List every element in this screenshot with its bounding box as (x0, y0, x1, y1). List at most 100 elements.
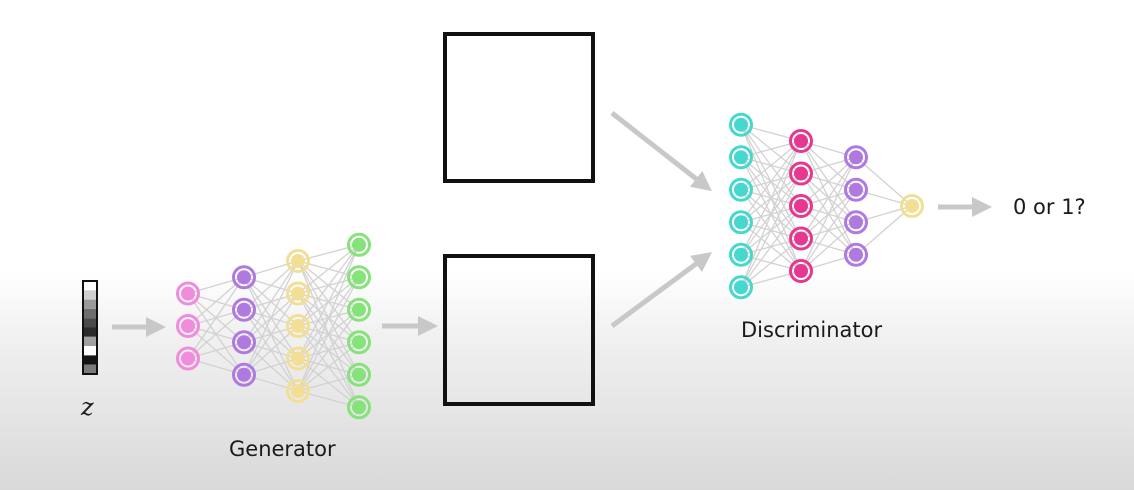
generator-layer-3-node-core (291, 319, 305, 333)
generator-nodes (176, 232, 371, 420)
generator-layer-2-node (232, 362, 256, 387)
discriminator-layer-3-node (844, 177, 868, 202)
generator-connection (187, 276, 245, 359)
generator-layer-1-node (176, 281, 200, 306)
real-sample-box (443, 32, 595, 183)
discriminator-label: Discriminator (741, 318, 883, 342)
generator-layer-4-node (347, 265, 371, 290)
latent-cell (83, 318, 97, 328)
discriminator-layer-1-node (729, 112, 753, 137)
discriminator-layer-2-node-core (794, 166, 808, 181)
latent-vector (82, 280, 98, 375)
latent-cell (83, 346, 97, 356)
discriminator-layer-3-node (844, 242, 868, 267)
discriminator-layer-3-node-core (849, 150, 863, 165)
generator-connection (187, 276, 245, 327)
discriminator-layer-3-node-core (849, 182, 863, 197)
generator-connection (297, 309, 360, 392)
discriminator-layer-3-node (844, 145, 868, 170)
generator-connection (297, 244, 360, 392)
latent-cell (83, 308, 97, 319)
generator-layer-3-node-core (291, 286, 305, 301)
discriminator-connection (855, 156, 913, 207)
generator-layer-4-node (347, 232, 371, 257)
discriminator-layer-1-node (729, 177, 753, 202)
generator-layer-4-node-core (352, 367, 366, 382)
discriminator-layer-2-node-core (794, 264, 808, 278)
generator-layer-2-node-core (237, 335, 251, 350)
discriminator-layer-1-node (729, 275, 753, 300)
generator-layer-2-node (232, 297, 256, 322)
generator-connection (297, 276, 360, 392)
generator-layer-2-node (232, 330, 256, 355)
discriminator-layer-2-node (789, 226, 813, 251)
generator-layer-1-node-core (181, 286, 195, 301)
discriminator-connection (740, 140, 802, 191)
discriminator-connection (800, 221, 857, 272)
generator-layer-1-node (176, 314, 200, 338)
discriminator-layer-2-node (789, 259, 813, 283)
generator-layer-3-node-core (291, 254, 305, 268)
discriminator-connection (740, 173, 802, 288)
generator-layer-4-node (347, 362, 371, 387)
discriminator-layer-3-node-core (849, 215, 863, 230)
generator-connection (297, 341, 360, 392)
generator-layer-4-node-core (352, 237, 366, 252)
discriminator-layer-4-node (900, 194, 924, 218)
discriminator-layer-2-node-core (794, 231, 808, 246)
generator-layer-2-node-core (237, 302, 251, 317)
generator-layer-2-node-core (237, 367, 251, 382)
discriminator-layer-1-node (729, 242, 753, 267)
discriminator-layer-2-node (789, 194, 813, 218)
discriminator-nodes (729, 112, 924, 300)
discriminator-layer-1-node-core (734, 247, 748, 262)
generator-connection (297, 244, 360, 359)
generator-connection (243, 260, 299, 343)
latent-cell (83, 327, 97, 337)
generator-connection (187, 309, 245, 359)
discriminator-layer-4-node-core (905, 199, 919, 213)
generator-connection (297, 244, 360, 327)
generator-layer-2-node-core (237, 270, 251, 285)
discriminator-connection (800, 156, 857, 272)
generator-connections (187, 244, 360, 408)
generator-connection (243, 293, 299, 376)
latent-cell (83, 336, 97, 347)
generator-layer-4-node-core (352, 270, 366, 285)
generator-layer-4-node (347, 297, 371, 322)
generator-layer-3-node (286, 346, 310, 371)
generator-layer-4-node-core (352, 400, 366, 415)
flow-arrows (112, 111, 992, 337)
discriminator-connection (740, 140, 802, 256)
generator-connection (243, 260, 299, 311)
generator-connection (243, 325, 299, 376)
discriminator-layer-1-node-core (734, 215, 748, 230)
generator-layer-3-node (286, 281, 310, 306)
discriminator-layer-1-node-core (734, 280, 748, 295)
discriminator-connection (800, 189, 857, 272)
discriminator-layer-2-node (789, 161, 813, 186)
discriminator-layer-1-node (729, 145, 753, 170)
latent-cell (83, 281, 97, 291)
arrow-right-icon (610, 252, 713, 329)
discriminator-layer-2-node-core (794, 134, 808, 148)
latent-cell (83, 299, 97, 309)
discriminator-connection (740, 140, 802, 288)
generator-layer-4-node (347, 395, 371, 420)
generator-layer-4-node-core (352, 335, 366, 350)
discriminator-network (729, 112, 924, 300)
discriminator-connections (740, 124, 913, 288)
discriminator-connection (800, 156, 857, 239)
discriminator-layer-1-node-core (734, 150, 748, 165)
generator-layer-3-node (286, 249, 310, 273)
discriminator-layer-1-node (729, 210, 753, 235)
discriminator-connection (740, 140, 802, 223)
generator-layer-1-node (176, 346, 200, 371)
discriminator-layer-2-node (789, 129, 813, 153)
discriminator-connection (740, 205, 802, 288)
discriminator-layer-3-node-core (849, 247, 863, 262)
generator-connection (297, 244, 360, 295)
discriminator-layer-3-node (844, 210, 868, 235)
generator-layer-4-node-core (352, 302, 366, 317)
